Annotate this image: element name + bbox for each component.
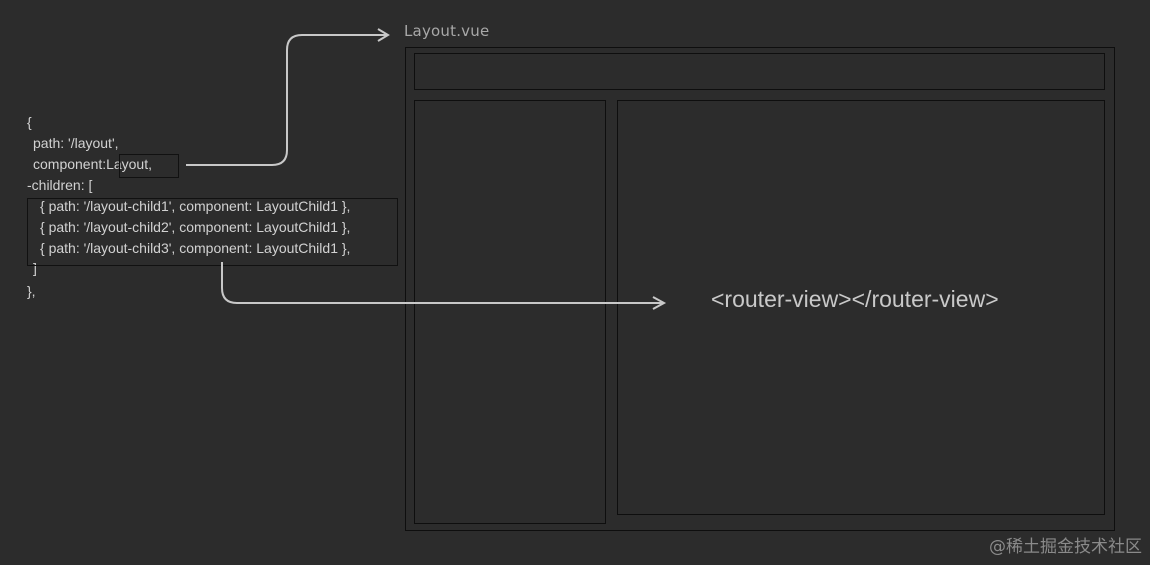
layout-header-frame: [414, 53, 1105, 90]
code-component-value: Layout,: [106, 156, 152, 172]
component-highlight-box: [119, 154, 179, 178]
watermark: @稀土掘金技术社区: [989, 537, 1142, 557]
code-path-line: path: '/layout',: [33, 135, 119, 151]
code-close-brace: },: [27, 283, 36, 299]
children-to-router-view-arrow: [221, 262, 663, 304]
code-children-line: -children: [: [27, 177, 93, 193]
layout-vue-label: Layout.vue: [404, 22, 490, 40]
layout-outer-frame: [405, 47, 1115, 531]
children-highlight-box: [27, 198, 398, 266]
layout-sidebar-frame: [414, 100, 606, 524]
code-child-line-1: { path: '/layout-child1', component: Lay…: [40, 198, 351, 214]
code-child-line-3: { path: '/layout-child3', component: Lay…: [40, 240, 351, 256]
code-child-line-2: { path: '/layout-child2', component: Lay…: [40, 219, 351, 235]
code-component-line: component: Layout,: [33, 154, 152, 174]
code-open-brace: {: [27, 114, 32, 130]
arrow-head-icon: [652, 296, 667, 310]
code-component-key: component:: [33, 156, 111, 172]
router-view-text: <router-view></router-view>: [711, 286, 999, 312]
component-to-layout-arrow: [186, 34, 387, 166]
code-close-bracket: ]: [33, 260, 37, 276]
layout-main-frame: [617, 100, 1105, 515]
arrow-head-icon: [377, 28, 390, 42]
